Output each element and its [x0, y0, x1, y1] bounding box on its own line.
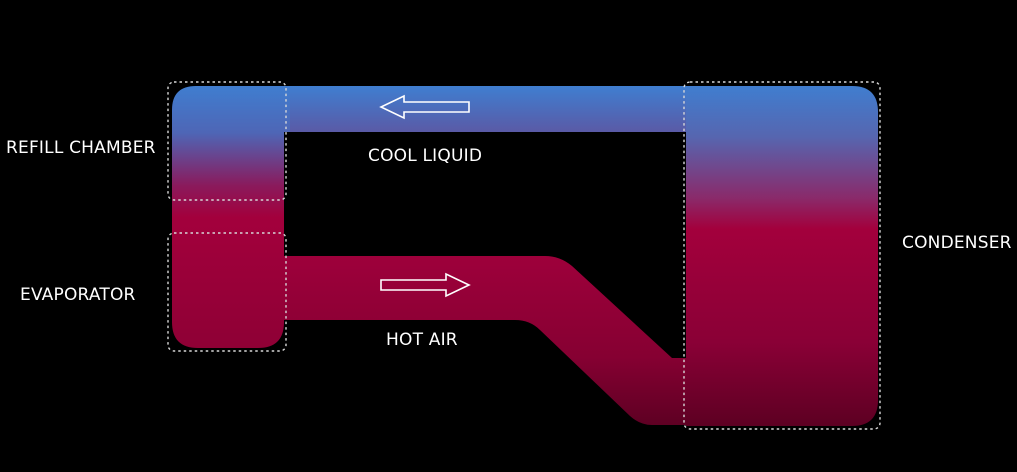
cool-liquid-label: COOL LIQUID [368, 146, 483, 166]
refill-evaporator-body [172, 86, 290, 348]
refill-chamber-label: REFILL CHAMBER [6, 138, 156, 158]
hot-air-label: HOT AIR [386, 330, 458, 350]
condenser-outline [683, 81, 881, 430]
left-arrow-icon [379, 94, 470, 120]
condenser-label: CONDENSER [902, 233, 1012, 253]
evaporator-label: EVAPORATOR [20, 285, 136, 305]
right-arrow-icon [380, 272, 471, 298]
condenser-body [686, 86, 878, 426]
cool-liquid-pipe [232, 86, 752, 132]
hot-air-pipe [270, 256, 720, 425]
